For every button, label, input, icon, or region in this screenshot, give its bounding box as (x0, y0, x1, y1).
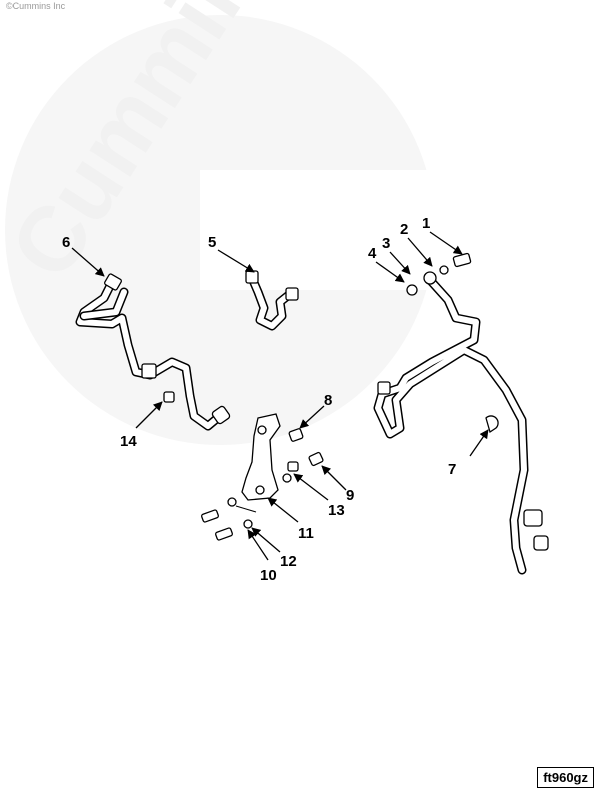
fuel-line-main (373, 271, 549, 575)
callout-6: 6 (62, 234, 70, 251)
callout-1: 1 (422, 215, 430, 232)
callout-9: 9 (346, 487, 354, 504)
callout-3: 3 (382, 235, 390, 252)
leader-lines (71, 231, 489, 561)
figure-id-label: ft960gz (537, 767, 594, 788)
callout-7: 7 (448, 461, 456, 478)
bracket-fasteners (201, 428, 324, 541)
top-fittings (406, 252, 472, 296)
callout-10: 10 (260, 567, 277, 584)
callout-2: 2 (400, 221, 408, 238)
copyright-text: ©Cummins Inc (6, 1, 66, 11)
clamp-7 (485, 415, 499, 434)
bolt-14 (163, 391, 175, 403)
fuel-line-5 (245, 270, 299, 331)
callout-5: 5 (208, 234, 216, 251)
callout-11: 11 (298, 525, 314, 542)
fuel-line-6 (75, 273, 231, 431)
callout-12: 12 (280, 553, 297, 570)
callout-4: 4 (368, 245, 377, 262)
callout-8: 8 (324, 392, 332, 409)
callout-14: 14 (120, 433, 137, 450)
callout-13: 13 (328, 502, 345, 519)
